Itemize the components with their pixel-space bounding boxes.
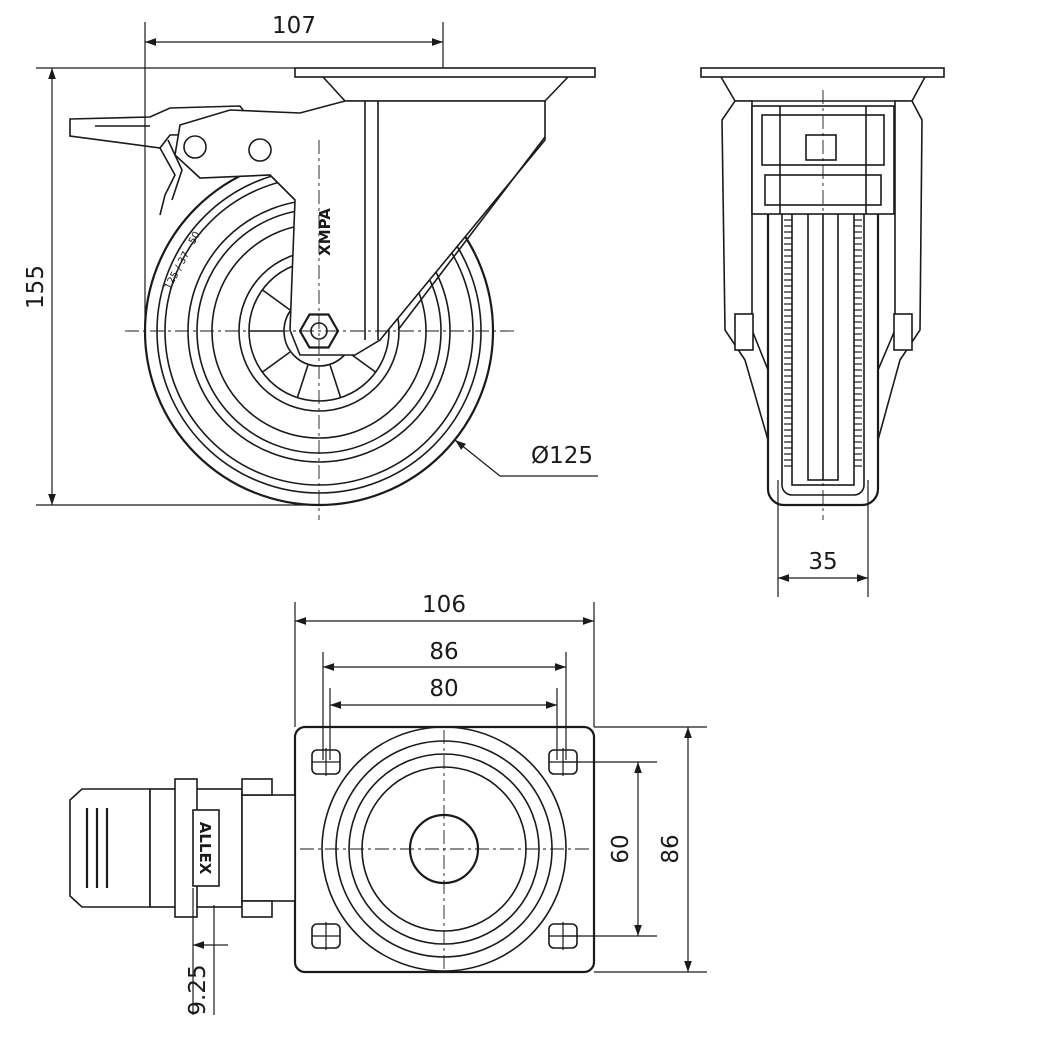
front-top-plate (700, 67, 945, 78)
axle-nut-right (893, 313, 913, 351)
dim-top-width: 107 (144, 13, 444, 330)
dim-wheel-diameter: Ø125 (454, 439, 598, 477)
dim-plate-width-label: 106 (422, 592, 466, 618)
dim-wheel-width-label: 35 (808, 549, 837, 575)
dim-hole-spacing-x-inner: 80 (329, 676, 558, 760)
dim-height-label: 155 (23, 265, 49, 309)
dim-hole-spacing-y-inner: 60 (563, 761, 657, 937)
mounting-slot-bl (311, 922, 341, 950)
dim-brake-offset: 9.25 (185, 888, 228, 1016)
dim-hole-spacing-y-inner-label: 60 (608, 834, 634, 863)
front-view: 35 (700, 67, 945, 597)
tread-lines (784, 219, 862, 467)
dim-hole-spacing-y-outer: 86 (594, 726, 707, 973)
top-view: ALLEX 106 86 80 (69, 592, 707, 1016)
dim-top-width-label: 107 (272, 13, 316, 39)
dim-wheel-width: 35 (777, 480, 869, 597)
mounting-slot-tl (311, 748, 341, 776)
dim-hole-spacing-x-outer: 86 (322, 639, 567, 760)
side-view: XMPA 125 / 37 - 50 107 155 Ø125 (23, 13, 598, 520)
axle-nut-left (734, 313, 754, 351)
dim-hole-spacing-x-outer-label: 86 (429, 639, 458, 665)
dim-height: 155 (23, 67, 319, 506)
dim-hole-spacing-x-inner-label: 80 (429, 676, 458, 702)
side-top-plate (294, 67, 596, 102)
brake-brand-text: ALLEX (196, 822, 214, 875)
dim-plate-width: 106 (294, 592, 595, 727)
dim-brake-offset-label: 9.25 (185, 964, 211, 1015)
top-brake-pedal: ALLEX (69, 778, 296, 918)
dim-wheel-diameter-label: Ø125 (531, 443, 593, 469)
top-swivel-rings (300, 726, 590, 972)
fork-brand-text: XMPA (316, 208, 334, 256)
dim-hole-spacing-y-outer-label: 86 (658, 834, 684, 863)
